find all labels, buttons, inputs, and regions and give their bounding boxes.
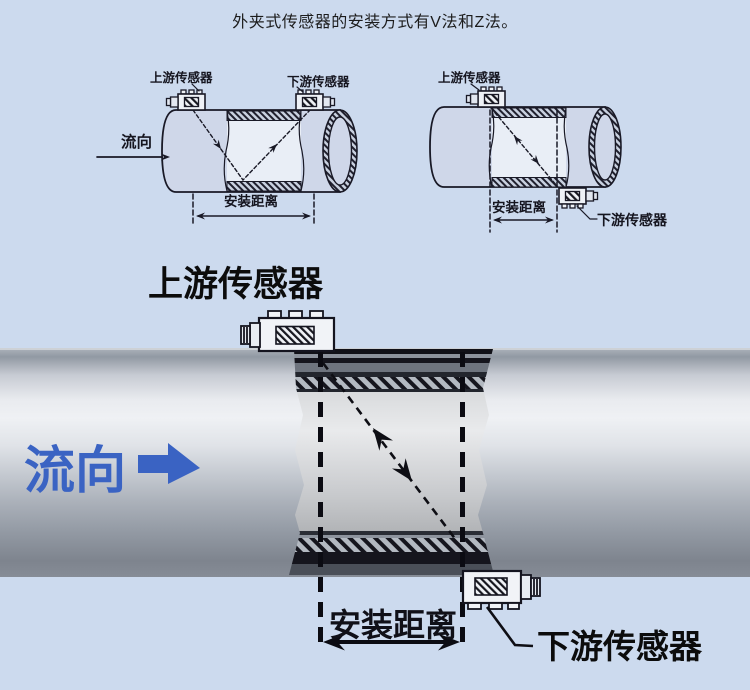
- flow-arrow-icon: [138, 443, 200, 484]
- z-signal-path: [490, 107, 558, 187]
- page-title: 外夹式传感器的安装方式有V法和Z法。: [232, 14, 518, 31]
- cutaway-interior: [227, 120, 301, 182]
- downstream-sensor-label: 下游传感器: [287, 74, 350, 89]
- pipe-end-inner: [327, 116, 353, 186]
- installation-distance-label: 安装距离: [224, 193, 278, 209]
- leader-line: [576, 205, 598, 220]
- downstream-sensor-label: 下游传感器: [537, 628, 702, 665]
- leader-line: [485, 606, 534, 648]
- v-method-diagram: 上游传感器 下游传感器 流向 安装距离: [96, 70, 358, 225]
- main-diagram: [138, 310, 541, 651]
- upstream-sensor-label: 上游传感器: [150, 70, 213, 85]
- upstream-sensor-label: 上游传感器: [148, 265, 324, 304]
- upstream-sensor-label: 上游传感器: [438, 70, 501, 85]
- upstream-sensor-icon: [240, 310, 336, 353]
- flow-direction-label: 流向: [24, 442, 127, 499]
- installation-distance-label: 安装距离: [492, 199, 546, 215]
- pipe-wall-hatch-bottom: [491, 177, 567, 188]
- flow-direction-label: 流向: [121, 132, 152, 151]
- z-method-diagram: 上游传感器 安装距离 下游传感器: [429, 70, 668, 233]
- upstream-sensor-icon: [465, 86, 506, 108]
- downstream-sensor-icon: [461, 569, 541, 610]
- cutaway-edge-right: [563, 107, 570, 188]
- downstream-sensor-icon: [295, 89, 336, 111]
- cutaway-interior: [492, 117, 566, 178]
- leader-line: [296, 86, 304, 93]
- downstream-sensor-label: 下游传感器: [597, 212, 668, 228]
- cutaway-edge-left: [223, 110, 230, 192]
- leader-line: [191, 83, 200, 92]
- pipe-wall-hatch-top: [491, 107, 567, 118]
- leader-line: [470, 83, 480, 91]
- v-signal-path: [192, 109, 311, 182]
- upstream-sensor-icon: [165, 89, 206, 111]
- cutaway-edge-right: [298, 110, 305, 192]
- main-cutaway: [289, 349, 494, 575]
- installation-distance-label: 安装距离: [328, 607, 457, 643]
- pipe-wall-hatch-top: [226, 110, 302, 121]
- pipe-wall-hatch-bottom: [226, 181, 302, 192]
- z-signal-path: [321, 362, 458, 541]
- downstream-sensor-icon: [558, 187, 599, 209]
- pipe-end-inner: [593, 113, 617, 181]
